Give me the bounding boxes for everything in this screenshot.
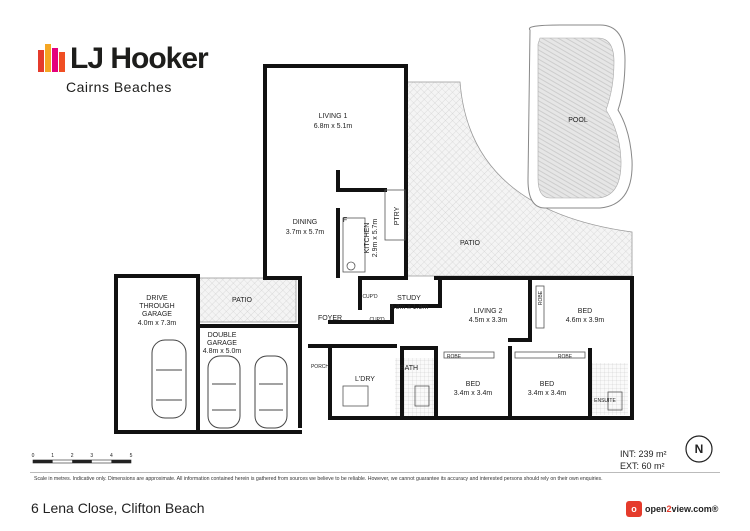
porch-label: PORCH [311, 364, 329, 370]
pool-label: POOL [568, 117, 588, 124]
living1-size: 6.8m x 5.1m [314, 123, 353, 130]
f-label: F [343, 217, 347, 224]
patio-small-label: PATIO [232, 297, 253, 304]
fixtures [342, 189, 623, 411]
bed3-name: BED [540, 381, 554, 388]
dining-name: DINING [293, 219, 318, 226]
scale-tick-2: 2 [71, 453, 74, 459]
open2view-logo: o open2view.com® [626, 501, 722, 517]
robe2-label: ROBE [447, 354, 462, 360]
scale-tick-1: 1 [51, 453, 54, 459]
living2-size: 4.5m x 3.3m [469, 317, 508, 324]
kitchen-name: KITCHEN [364, 223, 371, 254]
drive-garage-name3: GARAGE [142, 311, 172, 318]
patio-small-area [197, 277, 297, 323]
scale-tick-4: 4 [110, 453, 113, 459]
car-icon [151, 339, 288, 429]
scale-tick-5: 5 [130, 453, 133, 459]
open2view-badge-icon: o [626, 501, 642, 517]
open2view-wordmark: open2view.com® [645, 504, 718, 514]
brand-office: Cairns Beaches [66, 79, 172, 95]
foyer-label: FOYER [318, 315, 342, 322]
open2view-post: view.com [671, 504, 712, 514]
property-address: 6 Lena Close, Clifton Beach [31, 500, 205, 516]
disclaimer-text: Scale in metres. Indicative only. Dimens… [34, 476, 603, 482]
bed2-name: BED [466, 381, 480, 388]
brand-name: LJ Hooker [70, 42, 209, 75]
compass-icon: N [685, 435, 713, 463]
pool-water [537, 37, 622, 199]
scale-tick-3: 3 [90, 453, 93, 459]
double-garage-name1: DOUBLE [208, 332, 237, 339]
robe1-label: ROBE [538, 290, 544, 305]
cupd1-label: CUP'D [362, 294, 378, 300]
ldry-label: L'DRY [355, 376, 375, 383]
living1-name: LIVING 1 [319, 113, 348, 120]
bed2-size: 3.4m x 3.4m [454, 390, 493, 397]
ptry-label: PTRY [394, 206, 401, 225]
external-area: EXT: 60 m² [620, 461, 665, 471]
open2view-pre: open [645, 504, 667, 514]
study-name: STUDY [397, 295, 421, 302]
bed1-size: 4.6m x 3.9m [566, 317, 605, 324]
bed3-size: 3.4m x 3.4m [528, 390, 567, 397]
bed1-name: BED [578, 308, 592, 315]
cupd2-label: CUP'D [369, 317, 385, 323]
study-size: 3.3m x 1.9m [390, 304, 429, 311]
lj-hooker-logo-mark [38, 44, 65, 72]
double-garage-name2: GARAGE [207, 340, 237, 347]
kitchen-size: 2.9m x 5.7m [372, 219, 379, 258]
double-garage-size: 4.8m x 5.0m [203, 348, 242, 355]
internal-area: INT: 239 m² [620, 449, 667, 459]
compass-label: N [695, 442, 704, 456]
drive-garage-name1: DRIVE [146, 295, 168, 302]
dining-size: 3.7m x 5.7m [286, 229, 325, 236]
bath-label: BATH [400, 365, 418, 372]
open2view-reg: ® [711, 504, 719, 514]
drive-garage-size: 4.0m x 7.3m [138, 320, 177, 327]
patio-main-area [405, 81, 633, 277]
walls [114, 64, 634, 434]
drive-garage-name2: THROUGH [139, 303, 174, 310]
open2view-two: 2 [666, 504, 672, 514]
living2-name: LIVING 2 [474, 308, 503, 315]
scale-tick-0: 0 [32, 453, 35, 459]
ensuite-label: ENSUITE [594, 398, 616, 404]
patio-main-label: PATIO [460, 240, 481, 247]
robe3-label: ROBE [558, 354, 573, 360]
divider [30, 472, 720, 473]
scale-bar: 0 1 2 3 4 5 [32, 453, 133, 464]
